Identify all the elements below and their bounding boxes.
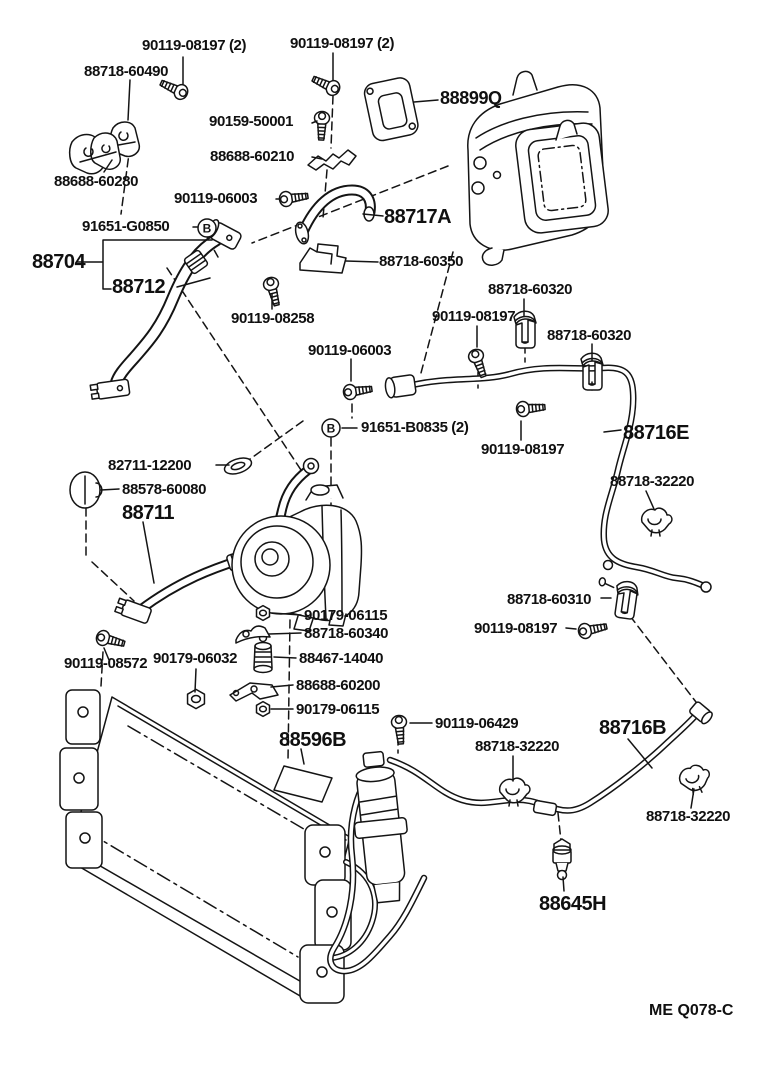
- part-label-90119-08197-lower: 90119-08197: [474, 620, 558, 637]
- part-label-91651-g0850: 91651-G0850: [82, 218, 170, 235]
- gasket: [363, 76, 420, 142]
- part-label-88718-32220-mid: 88718-32220: [475, 738, 560, 755]
- o-ring: [223, 455, 254, 477]
- pipe-clamp-pair: [70, 133, 121, 174]
- part-label-88716b: 88716B: [599, 717, 667, 739]
- part-label-90119-06003-upper: 90119-06003: [174, 190, 258, 207]
- part-label-90179-06032: 90179-06032: [153, 650, 238, 667]
- liquid-pipe-88716e: [384, 368, 711, 592]
- part-label-88718-60320-upper: 88718-60320: [488, 281, 573, 298]
- part-label-88718-60340: 88718-60340: [304, 625, 389, 642]
- saddle-clamp-60340: [236, 626, 270, 643]
- part-label-88717a: 88717A: [384, 206, 452, 228]
- marker-b-upper: B: [198, 219, 216, 237]
- part-label-90119-08572: 90119-08572: [64, 655, 148, 672]
- part-label-88688-60210: 88688-60210: [210, 148, 295, 165]
- cushion-clamps: [513, 310, 641, 621]
- part-label-90159-50001: 90159-50001: [209, 113, 294, 130]
- part-label-90119-08197-top-center: 90119-08197 (2): [290, 35, 395, 52]
- part-label-90119-08258: 90119-08258: [231, 310, 315, 327]
- drawing-code: ME Q078-C: [649, 1002, 734, 1019]
- part-label-88718-32220-bottom: 88718-32220: [646, 808, 731, 825]
- part-label-90179-06115-upper: 90179-06115: [304, 607, 388, 624]
- part-label-88718-60350: 88718-60350: [379, 253, 464, 270]
- heater-hose-88717a: [294, 190, 374, 245]
- part-label-82711-12200: 82711-12200: [108, 457, 192, 474]
- part-label-90119-08197-top-left: 90119-08197 (2): [142, 37, 247, 54]
- receiver-drier: [347, 750, 414, 905]
- part-label-90119-08197-mid: 90119-08197: [481, 441, 565, 458]
- caution-label-88596b: [274, 766, 332, 802]
- bracket-60200: [230, 683, 278, 701]
- grommet: [70, 472, 102, 508]
- part-label-88596b: 88596B: [279, 729, 347, 751]
- part-label-88712: 88712: [112, 276, 166, 298]
- part-label-88688-60280: 88688-60280: [54, 173, 139, 190]
- part-label-91651-b0835: 91651-B0835 (2): [361, 419, 469, 436]
- part-label-88578-60080: 88578-60080: [122, 481, 207, 498]
- pressure-switch: [553, 839, 571, 880]
- svg-text:B: B: [327, 422, 336, 436]
- part-label-90119-06003-mid: 90119-06003: [308, 342, 392, 359]
- pipe-88716b: [330, 701, 714, 971]
- cooling-unit: [468, 71, 610, 265]
- marker-b-lower: B: [322, 419, 340, 437]
- part-label-88718-60320-lower: 88718-60320: [547, 327, 632, 344]
- compressor: [232, 485, 361, 631]
- leader-lines: [77, 53, 694, 891]
- svg-text:B: B: [203, 222, 212, 236]
- part-label-88718-32220-right: 88718-32220: [610, 473, 695, 490]
- part-label-88899q: 88899Q: [440, 88, 502, 108]
- pipe-clamp-60350: [300, 244, 346, 273]
- hose-clamp-60210: [308, 150, 356, 170]
- part-label-90119-08197-mid-right: 90119-08197: [432, 308, 516, 325]
- part-label-88716e: 88716E: [623, 422, 689, 444]
- damper: [254, 635, 272, 673]
- part-label-88718-60490: 88718-60490: [84, 63, 169, 80]
- part-label-90119-06429: 90119-06429: [435, 715, 519, 732]
- part-label-90179-06115-lower: 90179-06115: [296, 701, 380, 718]
- condenser-bracket-left: [60, 690, 102, 868]
- suction-hose-88712: [90, 218, 243, 400]
- part-label-88718-60310: 88718-60310: [507, 591, 592, 608]
- part-label-88645h: 88645H: [539, 893, 607, 915]
- part-label-88711: 88711: [122, 502, 175, 524]
- part-label-88688-60200: 88688-60200: [296, 677, 381, 694]
- part-label-88467-14040: 88467-14040: [299, 650, 384, 667]
- part-label-88704: 88704: [32, 251, 86, 273]
